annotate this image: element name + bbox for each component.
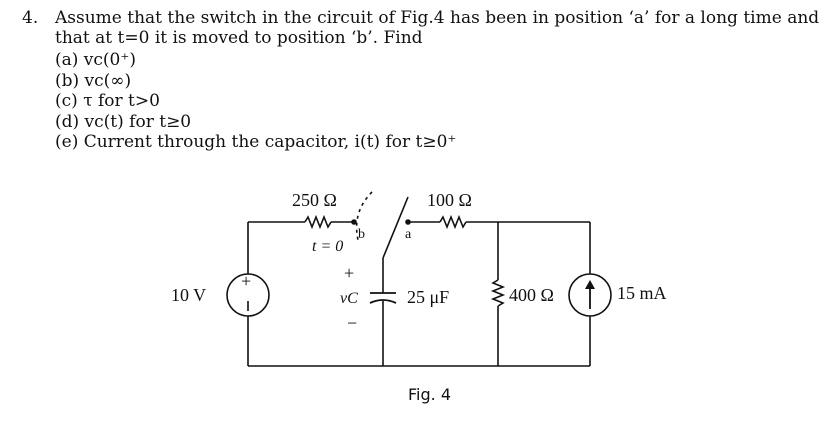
switch-time-label: t = 0 (312, 238, 343, 255)
vs-plus: + (241, 271, 251, 291)
question-number: 4. (22, 8, 39, 28)
question-text-line-2: that at t=0 it is moved to position ‘b’.… (55, 28, 423, 48)
r1-label: 250 Ω (292, 190, 337, 210)
switch-b-label: b (358, 227, 365, 242)
switch-contact-b (351, 219, 357, 225)
resistor-250 (304, 214, 332, 230)
part-b: (b) vc(∞) (55, 70, 132, 91)
capacitor-label: 25 μF (407, 287, 449, 307)
r2-label: 100 Ω (427, 190, 472, 210)
resistor-100 (439, 214, 467, 230)
question-parts: (a) vc(0⁺) (b) vc(∞) (c) τ for t>0 (d) v… (55, 50, 456, 153)
figure-caption: Fig. 4 (408, 385, 451, 404)
part-d: (d) vc(t) for t≥0 (55, 111, 192, 132)
part-a: (a) vc(0⁺) (55, 50, 136, 70)
switch-blade (382, 196, 409, 259)
cap-voltage-label: vC (340, 290, 358, 307)
part-c: (c) τ for t>0 (55, 91, 160, 111)
cap-plus-label: + (344, 263, 354, 283)
switch-a-label: a (405, 227, 412, 242)
part-e: (e) Current through the capacitor, i(t) … (55, 132, 457, 152)
current-arrow-icon (585, 280, 595, 289)
cap-minus-label: − (347, 313, 357, 333)
voltage-source (226, 273, 270, 317)
r3-label: 400 Ω (509, 285, 554, 305)
capacitor-plate-bottom (369, 299, 397, 304)
question-text-line-1: Assume that the switch in the circuit of… (55, 8, 820, 28)
current-source-label: 15 mA (617, 283, 667, 303)
resistor-400 (490, 279, 506, 307)
source-voltage-label: 10 V (171, 285, 206, 305)
